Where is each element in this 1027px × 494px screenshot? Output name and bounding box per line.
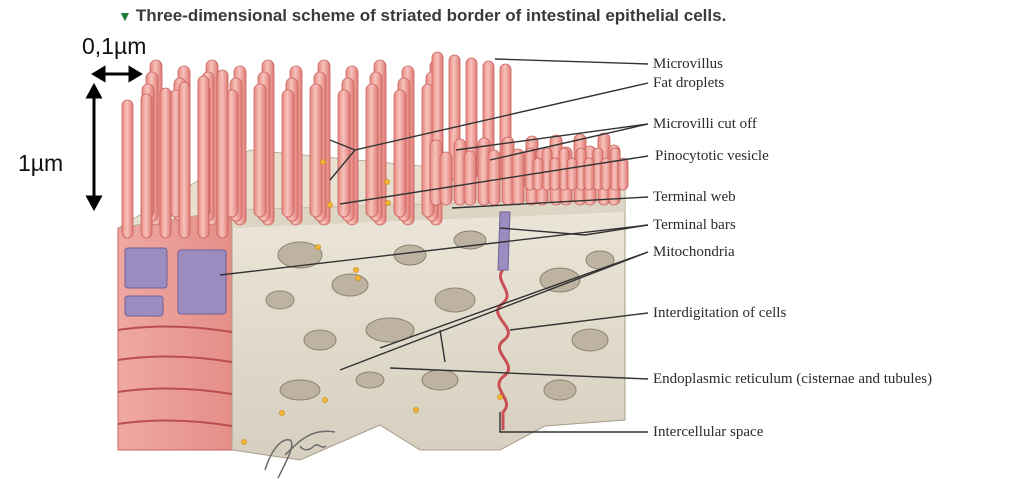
scale-label-vertical: 1µm — [18, 150, 63, 177]
fat-droplet — [413, 407, 418, 412]
fat-droplet — [279, 410, 284, 415]
mitochondrion — [280, 380, 320, 400]
terminal-bar — [125, 248, 167, 288]
microvillus — [440, 152, 452, 205]
label-fat-droplets: Fat droplets — [653, 75, 724, 91]
mitochondrion — [304, 330, 336, 350]
fat-droplet — [315, 244, 320, 249]
scale-bar-horizontal — [94, 68, 140, 80]
microvillus — [198, 76, 209, 238]
label-mitochondria: Mitochondria — [653, 244, 735, 260]
figure-title-text: Three-dimensional scheme of striated bor… — [136, 6, 726, 25]
microvillus — [160, 88, 171, 238]
label-pinocytotic-vesicle: Pinocytotic vesicle — [655, 148, 769, 164]
microvillus — [567, 158, 577, 190]
fat-droplet — [353, 267, 358, 272]
microvillus — [464, 151, 476, 205]
microvillus — [338, 90, 350, 217]
figure-title: ▼Three-dimensional scheme of striated bo… — [118, 6, 726, 26]
scale-bar-vertical — [88, 86, 100, 208]
terminal-bar — [178, 250, 226, 314]
microvillus — [254, 84, 266, 217]
microvillus — [394, 90, 406, 217]
microvillus — [618, 158, 628, 190]
microvillus — [584, 158, 594, 190]
label-intercellular-space: Intercellular space — [653, 424, 763, 440]
fat-droplet — [320, 159, 325, 164]
label-terminal-bars: Terminal bars — [653, 217, 736, 233]
mitochondrion — [394, 245, 426, 265]
microvillus — [179, 82, 190, 238]
microvillus — [282, 90, 294, 217]
label-interdigitation-of-cells: Interdigitation of cells — [653, 305, 786, 321]
mitochondrion — [572, 329, 608, 351]
terminal-bar — [125, 296, 163, 316]
mitochondrion — [544, 380, 576, 400]
scale-label-horizontal: 0,1µm — [82, 33, 146, 60]
microvillus — [550, 158, 560, 190]
cytoplasm-block — [232, 198, 625, 460]
fat-droplet — [322, 397, 327, 402]
fat-droplet — [355, 275, 360, 280]
mitochondrion — [332, 274, 368, 296]
fat-droplet — [241, 439, 246, 444]
mitochondrion — [422, 370, 458, 390]
fat-droplet — [497, 394, 502, 399]
label-endoplasmic-reticulum: Endoplasmic reticulum (cisternae and tub… — [653, 371, 932, 387]
microvillus — [366, 84, 378, 217]
microvillus — [122, 100, 133, 238]
microvillus — [141, 94, 152, 238]
microvillus — [310, 84, 322, 217]
mitochondrion — [266, 291, 294, 309]
mitochondrion — [356, 372, 384, 388]
fat-droplet — [327, 202, 332, 207]
mitochondrion — [435, 288, 475, 312]
label-microvillus: Microvillus — [653, 56, 723, 72]
label-terminal-web: Terminal web — [653, 189, 736, 205]
label-microvilli-cut-off: Microvilli cut off — [653, 116, 757, 132]
fat-droplet — [385, 200, 390, 205]
microvillus — [217, 70, 228, 238]
title-triangle-icon: ▼ — [118, 8, 132, 24]
fat-droplet — [384, 179, 389, 184]
